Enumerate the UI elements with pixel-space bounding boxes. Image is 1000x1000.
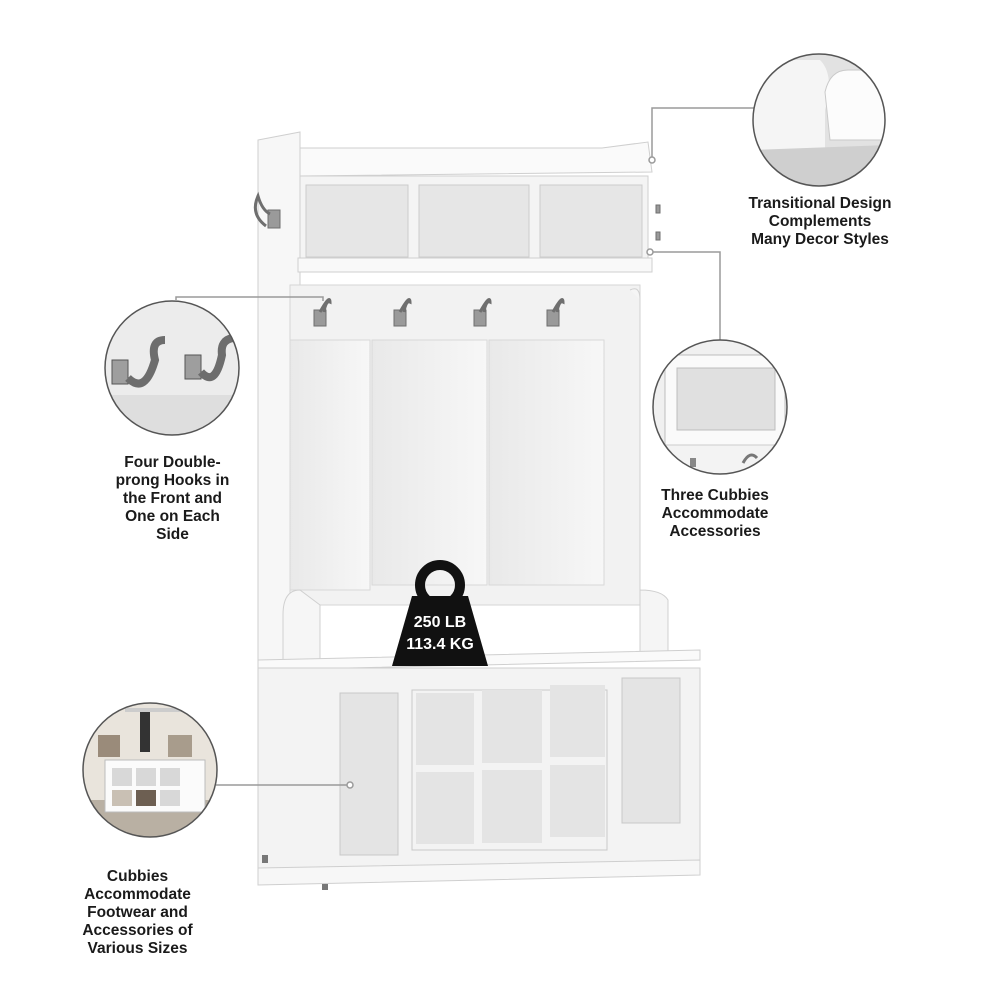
hall-tree [253, 131, 701, 890]
detail-circle-room-scene [82, 702, 218, 838]
hook-icon [393, 298, 412, 327]
hook-closeup-icon [111, 336, 166, 388]
hook-icon [473, 298, 492, 327]
callout-line: Accessories [669, 523, 761, 540]
callout-line: Accessories of [82, 922, 193, 939]
detail-circle-design [752, 53, 886, 187]
detail-circle-hooks [104, 300, 240, 436]
callout-lines [175, 107, 754, 789]
callout-line: Cubbies [106, 868, 169, 885]
callout-hooks: Four Double- prong Hooks in the Front an… [100, 454, 245, 544]
weight-kg-label: 113.4 KG [406, 636, 474, 653]
side-hook-icon [253, 191, 281, 229]
callout-line: prong Hooks in [115, 472, 230, 489]
callout-line: Various Sizes [87, 940, 188, 957]
hook-closeup-icon [184, 334, 234, 382]
callout-line: Three Cubbies [661, 487, 769, 504]
callout-line: One on Each [125, 508, 220, 525]
weight-badge-icon [392, 560, 488, 666]
hook-icon [546, 298, 565, 327]
callout-line: Accommodate [84, 886, 191, 903]
detail-circle-cubbies [652, 339, 788, 475]
callout-line: Footwear and [87, 904, 188, 921]
callout-line: Accommodate [661, 505, 769, 522]
callout-footwear: Cubbies Accommodate Footwear and Accesso… [65, 868, 210, 958]
callout-line: the Front and [122, 490, 223, 507]
weight-lb-label: 250 LB [413, 614, 467, 631]
callout-line: Four Double- [124, 454, 221, 471]
callout-line: Many Decor Styles [751, 231, 889, 248]
callout-line: Complements [768, 213, 872, 230]
callout-cubbies: Three Cubbies Accommodate Accessories [640, 487, 790, 541]
hook-icon [313, 298, 332, 327]
callout-line: Side [156, 526, 189, 543]
callout-line: Transitional Design [748, 195, 892, 212]
callout-design: Transitional Design Complements Many Dec… [735, 195, 905, 249]
